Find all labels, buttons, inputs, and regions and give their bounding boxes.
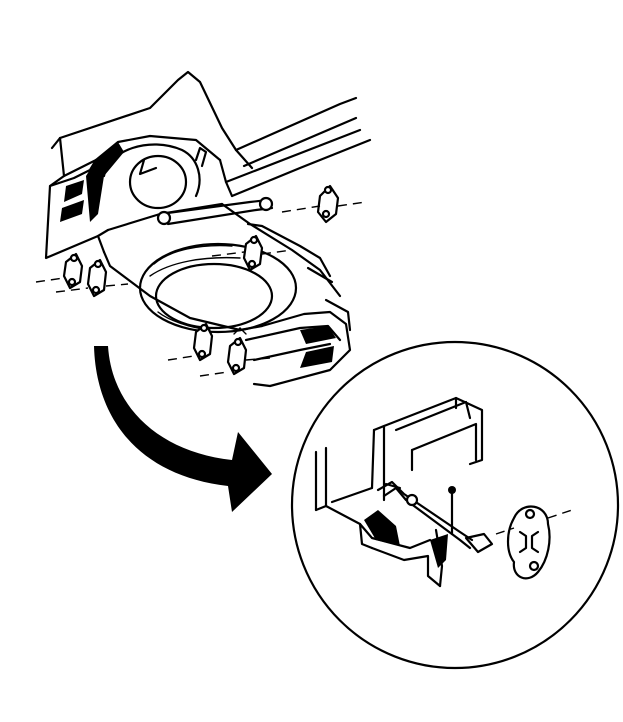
- hanger-upper-right: [281, 184, 367, 224]
- exhaust-hangers: [35, 184, 367, 377]
- vehicle-underbody: [44, 70, 372, 388]
- detail-magnifier-circle: [290, 340, 620, 670]
- hanger-bottom-pair: [167, 322, 271, 377]
- hanger-middle: [211, 234, 293, 272]
- direction-arrow: [94, 346, 272, 512]
- hanger-left-pair: [35, 252, 129, 298]
- hanger-bracket-detail: [314, 396, 573, 588]
